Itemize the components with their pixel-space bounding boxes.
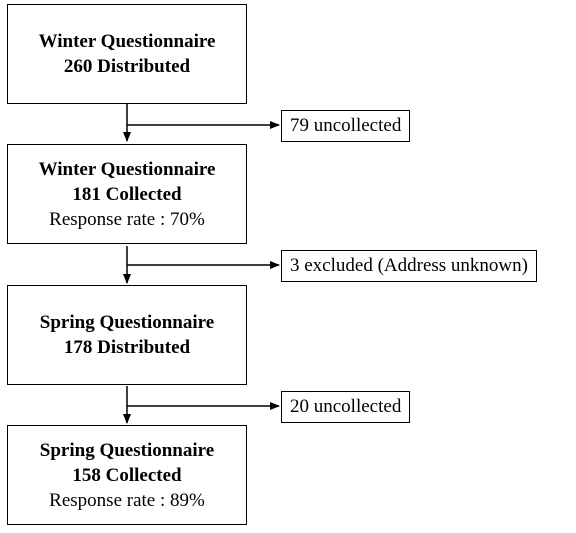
spring-collected-box: Spring Questionnaire 158 Collected Respo… [7,425,247,525]
box-count: 158 Collected [72,464,182,486]
box-title: Spring Questionnaire [39,312,215,333]
exit-box-uncollected-winter: 79 uncollected [281,110,411,142]
response-rate: Response rate : 89% [49,489,205,511]
exit-box-uncollected-spring: 20 uncollected [281,391,411,423]
box-title: Winter Questionnaire [38,158,216,180]
exit-box-excluded: 3 excluded (Address unknown) [281,250,537,282]
response-rate: Response rate : 70% [49,208,205,230]
box-title: Winter Questionnaire [38,31,216,52]
box-title: Spring Questionnaire [39,439,215,461]
winter-distributed-box: Winter Questionnaire 260 Distributed [7,4,247,104]
box-count: 260 Distributed [63,56,191,77]
box-count: 178 Distributed [63,337,191,358]
winter-collected-box: Winter Questionnaire 181 Collected Respo… [7,144,247,244]
spring-distributed-box: Spring Questionnaire 178 Distributed [7,285,247,385]
box-count: 181 Collected [72,183,182,205]
